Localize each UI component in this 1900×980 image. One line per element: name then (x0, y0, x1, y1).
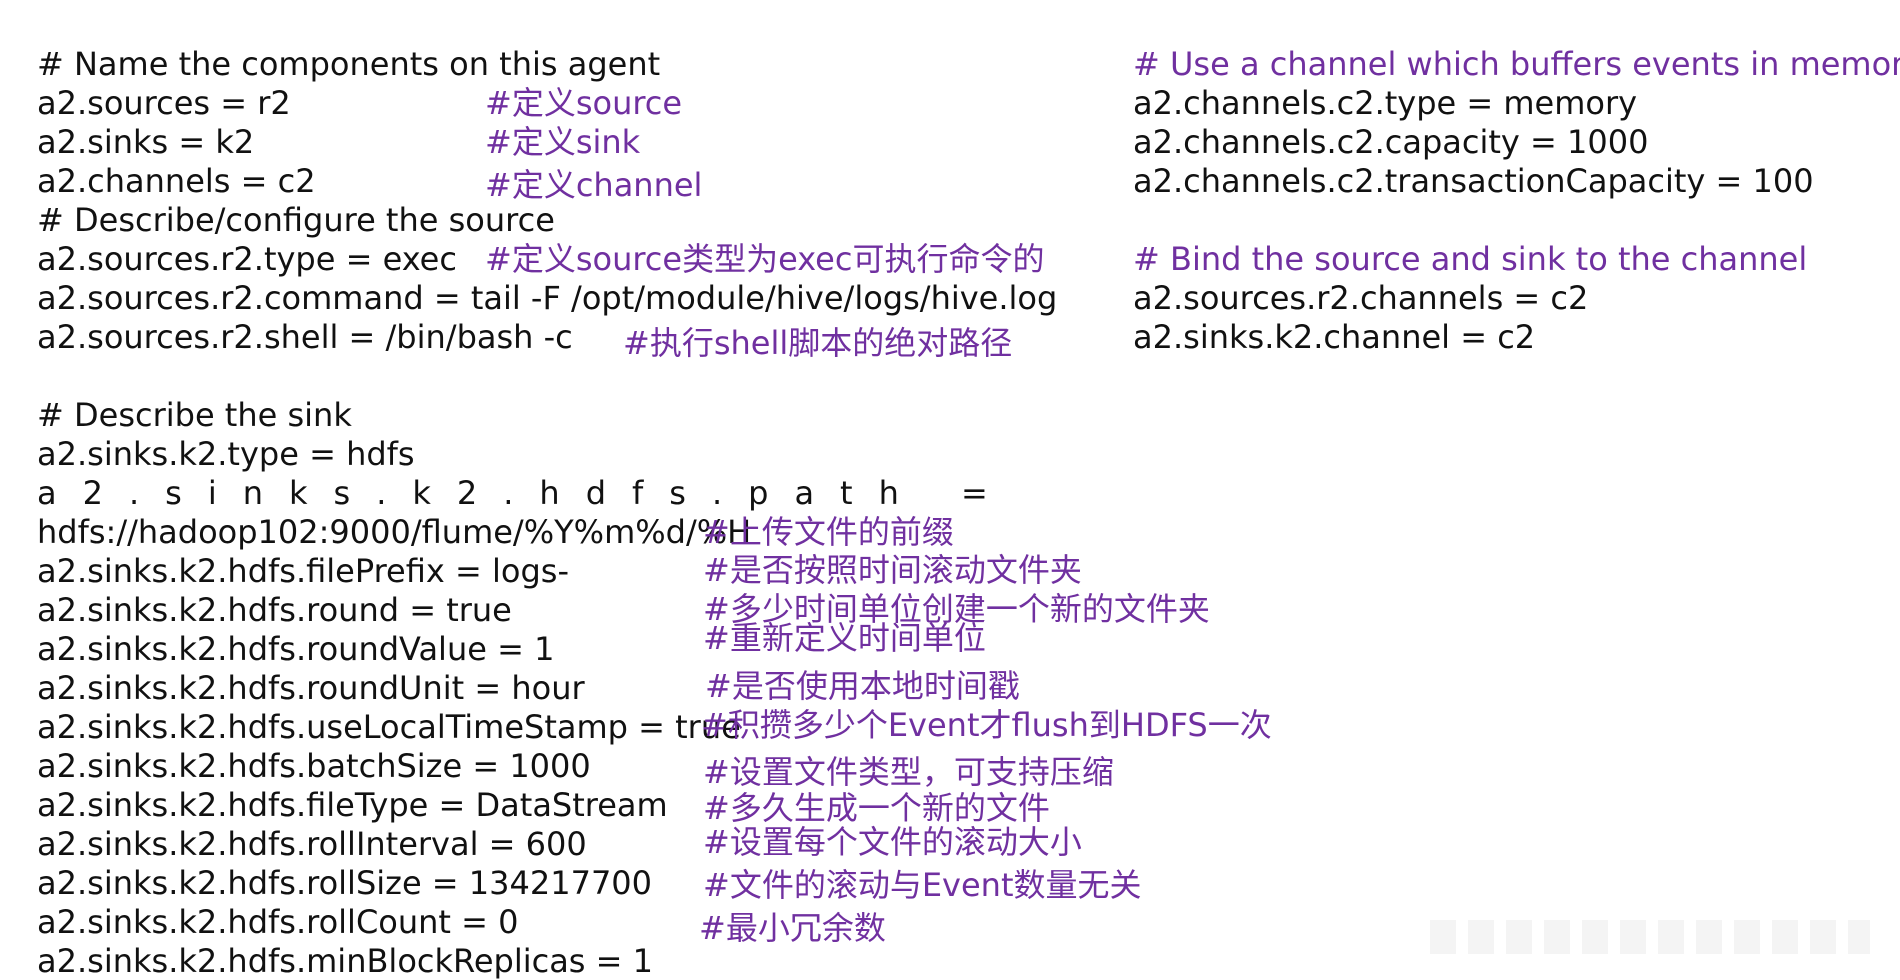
note-shell-path: #执行shell脚本的绝对路径 (623, 324, 1013, 362)
config-roll-size: a2.sinks.k2.hdfs.rollSize = 134217700 (37, 864, 653, 902)
config-sinks: a2.sinks = k2 (37, 123, 255, 161)
config-source-shell: a2.sources.r2.shell = /bin/bash -c (37, 318, 573, 356)
note-roll-count: #文件的滚动与Event数量无关 (703, 866, 1142, 904)
config-round-unit: a2.sinks.k2.hdfs.roundUnit = hour (37, 669, 585, 707)
config-use-local-timestamp: a2.sinks.k2.hdfs.useLocalTimeStamp = tru… (37, 708, 741, 746)
note-min-replicas: #最小冗余数 (699, 909, 886, 947)
config-hdfs-path-value: hdfs://hadoop102:9000/flume/%Y%m%d/%H (37, 513, 752, 551)
note-roll-size: #设置每个文件的滚动大小 (703, 823, 1082, 861)
config-roll-interval: a2.sinks.k2.hdfs.rollInterval = 600 (37, 825, 587, 863)
comment-describe-sink: # Describe the sink (37, 396, 352, 434)
config-channel-capacity: a2.channels.c2.capacity = 1000 (1133, 123, 1649, 161)
note-file-prefix: #上传文件的前缀 (703, 513, 954, 551)
config-round-value: a2.sinks.k2.hdfs.roundValue = 1 (37, 630, 555, 668)
note-round-folder: #是否按照时间滚动文件夹 (703, 551, 1082, 589)
config-sources: a2.sources = r2 (37, 84, 291, 122)
config-min-block-replicas: a2.sinks.k2.hdfs.minBlockReplicas = 1 (37, 942, 653, 980)
config-sink-type: a2.sinks.k2.type = hdfs (37, 435, 415, 473)
config-file-prefix: a2.sinks.k2.hdfs.filePrefix = logs- (37, 552, 569, 590)
config-roll-count: a2.sinks.k2.hdfs.rollCount = 0 (37, 903, 519, 941)
watermark (1430, 920, 1870, 954)
comment-use-channel: # Use a channel which buffers events in … (1133, 45, 1900, 83)
config-hdfs-path-key: a2.sinks.k2.hdfs.path = (37, 474, 1014, 512)
note-define-source: #定义source (485, 84, 683, 122)
config-round: a2.sinks.k2.hdfs.round = true (37, 591, 512, 629)
config-channel-type: a2.channels.c2.type = memory (1133, 84, 1638, 122)
config-source-type: a2.sources.r2.type = exec (37, 240, 457, 278)
note-source-type-exec: #定义source类型为exec可执行命令的 (485, 240, 1045, 278)
config-channel-transaction-capacity: a2.channels.c2.transactionCapacity = 100 (1133, 162, 1814, 200)
config-source-channels: a2.sources.r2.channels = c2 (1133, 279, 1589, 317)
note-local-timestamp: #是否使用本地时间戳 (705, 667, 1020, 705)
comment-describe-source: # Describe/configure the source (37, 201, 555, 239)
note-define-sink: #定义sink (485, 123, 641, 161)
note-roll-interval: #多久生成一个新的文件 (703, 789, 1050, 827)
config-channels: a2.channels = c2 (37, 162, 316, 200)
config-batch-size: a2.sinks.k2.hdfs.batchSize = 1000 (37, 747, 591, 785)
note-file-type: #设置文件类型，可支持压缩 (703, 753, 1114, 791)
note-define-channel: #定义channel (485, 166, 703, 204)
config-file-type: a2.sinks.k2.hdfs.fileType = DataStream (37, 786, 668, 824)
config-source-command: a2.sources.r2.command = tail -F /opt/mod… (37, 279, 1058, 317)
comment-bind-channel: # Bind the source and sink to the channe… (1133, 240, 1808, 278)
note-batch-flush: #积攒多少个Event才flush到HDFS一次 (701, 706, 1272, 744)
note-new-folder-unit: #多少时间单位创建一个新的文件夹 (703, 590, 1210, 628)
note-redefine-unit: #重新定义时间单位 (703, 619, 986, 657)
config-sink-channel: a2.sinks.k2.channel = c2 (1133, 318, 1536, 356)
comment-name-components: # Name the components on this agent (37, 45, 661, 83)
